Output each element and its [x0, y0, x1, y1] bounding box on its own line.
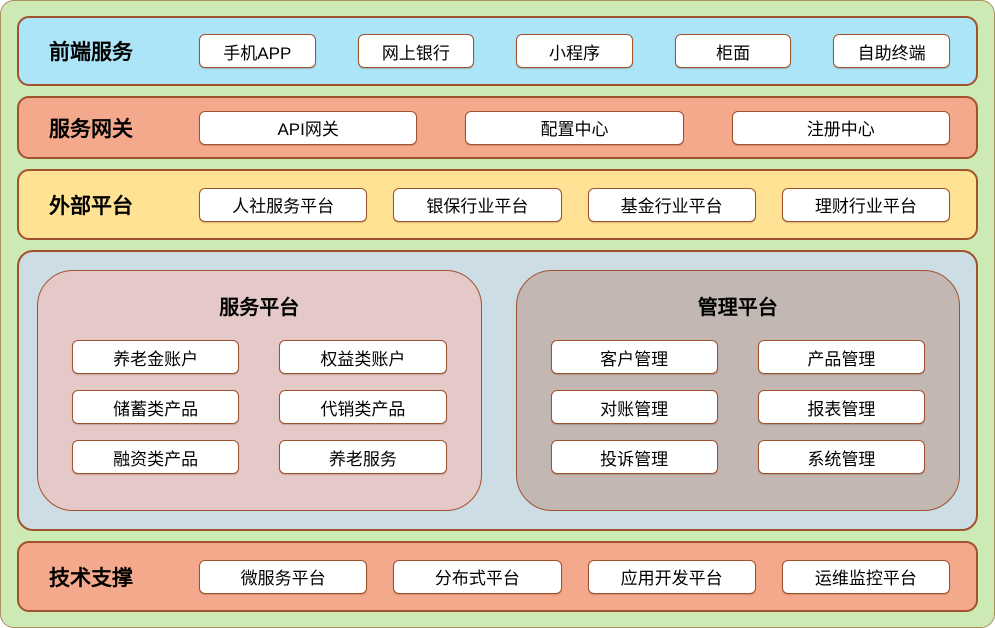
panel-management-platform: 管理平台 客户管理 产品管理 对账管理 报表管理 投诉管理 系统管理: [515, 270, 960, 511]
management-platform-grid: 客户管理 产品管理 对账管理 报表管理 投诉管理 系统管理: [547, 324, 930, 490]
node-mobile-app: 手机APP: [199, 34, 316, 68]
node-bancassurance-platform: 银保行业平台: [393, 187, 562, 222]
node-product-management: 产品管理: [757, 340, 925, 374]
node-savings-products: 储蓄类产品: [72, 390, 240, 424]
band-gateway-items: API网关 配置中心 注册中心: [199, 110, 950, 145]
band-external-platforms: 外部平台 人社服务平台 银保行业平台 基金行业平台 理财行业平台: [17, 169, 978, 240]
node-financing-products: 融资类产品: [72, 440, 240, 474]
node-mini-program: 小程序: [516, 34, 633, 68]
node-distributed-platform: 分布式平台: [393, 559, 562, 594]
band-external-label: 外部平台: [49, 194, 133, 218]
node-social-security-platform: 人社服务平台: [199, 187, 368, 222]
service-platform-grid: 养老金账户 权益类账户 储蓄类产品 代销类产品 融资类产品 养老服务: [68, 324, 451, 490]
band-frontend-services: 前端服务 手机APP 网上银行 小程序 柜面 自助终端: [17, 16, 978, 86]
band-external-items: 人社服务平台 银保行业平台 基金行业平台 理财行业平台: [199, 187, 950, 222]
node-equity-account: 权益类账户: [279, 340, 447, 374]
node-microservice-platform: 微服务平台: [199, 559, 368, 594]
band-service-gateway: 服务网关 API网关 配置中心 注册中心: [17, 96, 978, 159]
core-platforms-container: 服务平台 养老金账户 权益类账户 储蓄类产品 代销类产品 融资类产品 养老服务 …: [17, 250, 978, 531]
band-support-items: 微服务平台 分布式平台 应用开发平台 运维监控平台: [199, 559, 950, 594]
service-platform-title: 服务平台: [219, 297, 300, 319]
node-report-management: 报表管理: [757, 390, 925, 424]
node-counter: 柜面: [674, 34, 792, 68]
node-system-management: 系统管理: [757, 440, 925, 474]
node-app-dev-platform: 应用开发平台: [587, 559, 756, 594]
management-platform-title: 管理平台: [697, 297, 778, 319]
node-ops-monitoring-platform: 运维监控平台: [781, 559, 950, 594]
band-frontend-label: 前端服务: [49, 41, 133, 64]
node-pension-account: 养老金账户: [72, 340, 240, 374]
band-support-label: 技术支撑: [49, 566, 133, 590]
node-registry-center: 注册中心: [731, 110, 950, 145]
node-consignment-products: 代销类产品: [279, 390, 447, 424]
node-complaint-management: 投诉管理: [550, 440, 718, 474]
node-self-service-terminal: 自助终端: [833, 34, 950, 68]
panel-service-platform: 服务平台 养老金账户 权益类账户 储蓄类产品 代销类产品 融资类产品 养老服务: [37, 270, 482, 511]
band-frontend-items: 手机APP 网上银行 小程序 柜面 自助终端: [199, 34, 950, 68]
node-pension-services: 养老服务: [279, 440, 447, 474]
band-tech-support: 技术支撑 微服务平台 分布式平台 应用开发平台 运维监控平台: [17, 541, 978, 612]
band-gateway-label: 服务网关: [49, 117, 133, 141]
node-wealth-industry-platform: 理财行业平台: [781, 187, 950, 222]
node-customer-management: 客户管理: [550, 340, 718, 374]
node-reconciliation-management: 对账管理: [550, 390, 718, 424]
node-online-banking: 网上银行: [357, 34, 475, 68]
node-fund-industry-platform: 基金行业平台: [587, 187, 756, 222]
node-config-center: 配置中心: [465, 110, 684, 145]
node-api-gateway: API网关: [199, 110, 418, 145]
